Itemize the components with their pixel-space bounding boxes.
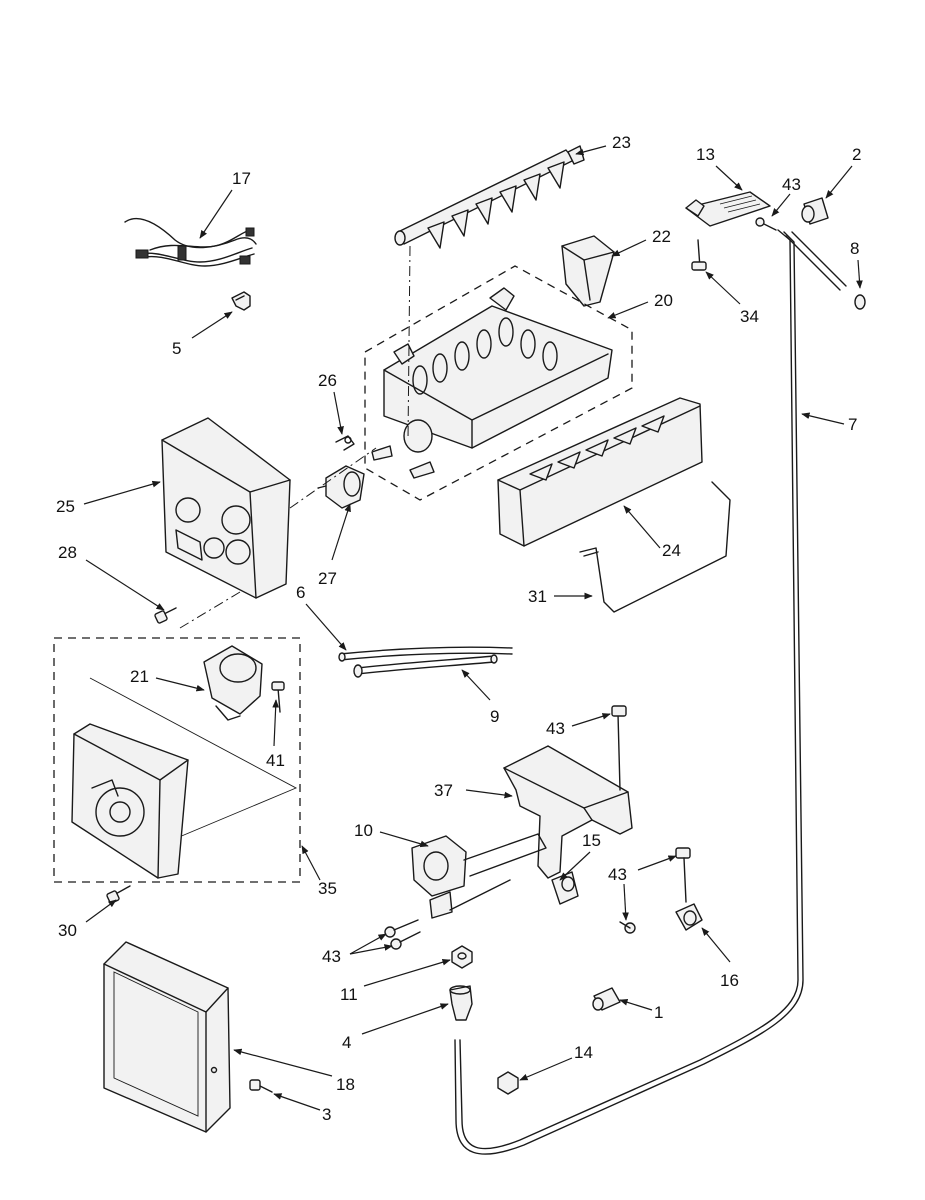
screw-part-28: [154, 607, 177, 624]
cover-part-13: [685, 191, 771, 227]
callout-21: 21: [130, 667, 149, 686]
shutoff-arm-part-2: [801, 197, 829, 225]
callout-24: 24: [662, 541, 681, 560]
fill-tube-part-6: [338, 646, 513, 662]
bracket-part-37: [503, 745, 633, 879]
water-tube-part-7: [454, 229, 804, 1155]
screw-part-34: [691, 239, 707, 271]
callout-34: 34: [740, 307, 759, 326]
callout-16: 16: [720, 971, 739, 990]
callout-20: 20: [654, 291, 673, 310]
screw-part-43-clamp: [619, 921, 636, 934]
callout-9: 9: [490, 707, 499, 726]
stripper-part-24: [497, 397, 703, 547]
callout-10: 10: [354, 821, 373, 840]
callout-35: 35: [318, 879, 337, 898]
callout-27: 27: [318, 569, 337, 588]
shutoff-wire-part-31: [579, 481, 731, 613]
callout-18: 18: [336, 1075, 355, 1094]
fitting-part-4: [449, 985, 473, 1021]
clamp-part-16: [675, 903, 703, 931]
callout-41: 41: [266, 751, 285, 770]
callout-13: 13: [696, 145, 715, 164]
tube-part-9: [353, 654, 498, 678]
leader-lines: [83, 145, 863, 1111]
callout-17: 17: [232, 169, 251, 188]
housing-part-25: [161, 417, 291, 599]
screw-part-41: [271, 681, 285, 713]
callout-23: 23: [612, 133, 631, 152]
wire-harness-part-17: [124, 217, 257, 267]
callout-7: 7: [848, 415, 857, 434]
callout-6: 6: [296, 583, 305, 602]
callout-labels: 17 5 23 22 20 13 43 2 8 34 7 26 25 27 28…: [56, 133, 861, 1124]
screw-part-3: [249, 1079, 273, 1093]
fitting-part-1: [592, 987, 621, 1011]
callout-1: 1: [654, 1003, 663, 1022]
callout-25: 25: [56, 497, 75, 516]
callout-8: 8: [850, 239, 859, 258]
screw-part-43-bracket: [611, 705, 627, 791]
callout-22: 22: [652, 227, 671, 246]
callout-30: 30: [58, 921, 77, 940]
nut-part-11: [451, 945, 473, 969]
clip-part-5: [231, 291, 251, 311]
clip-part-26: [335, 435, 355, 451]
water-valve-part-10: [411, 833, 547, 919]
callout-37: 37: [434, 781, 453, 800]
callout-28: 28: [58, 543, 77, 562]
callout-3: 3: [322, 1105, 331, 1124]
callout-31: 31: [528, 587, 547, 606]
screws-part-43-lower: [384, 919, 421, 950]
mold-part-20: [364, 265, 633, 501]
screw-part-43-top: [755, 217, 777, 231]
callout-4: 4: [342, 1033, 351, 1052]
clamp-part-15: [551, 871, 579, 905]
screw-part-43-right: [675, 847, 691, 903]
callout-2: 2: [852, 145, 861, 164]
callout-5: 5: [172, 339, 181, 358]
nut-part-14: [497, 1071, 519, 1095]
callout-14: 14: [574, 1043, 593, 1062]
callout-43-clamp: 43: [608, 865, 627, 884]
module-part-35: [53, 637, 301, 883]
motor-part-21: [203, 645, 263, 721]
callout-15: 15: [582, 831, 601, 850]
front-cover-part-18: [103, 941, 231, 1133]
assembly-centerlines: [179, 245, 411, 629]
ejector-part-23: [394, 145, 585, 249]
callout-26: 26: [318, 371, 337, 390]
callout-11: 11: [340, 985, 358, 1004]
fill-cup-part-22: [561, 235, 615, 307]
shaft-part-8: [785, 231, 866, 310]
screw-part-30: [106, 885, 131, 904]
callout-43-bracket: 43: [546, 719, 565, 738]
callout-43-lower: 43: [322, 947, 341, 966]
callout-43-top: 43: [782, 175, 801, 194]
